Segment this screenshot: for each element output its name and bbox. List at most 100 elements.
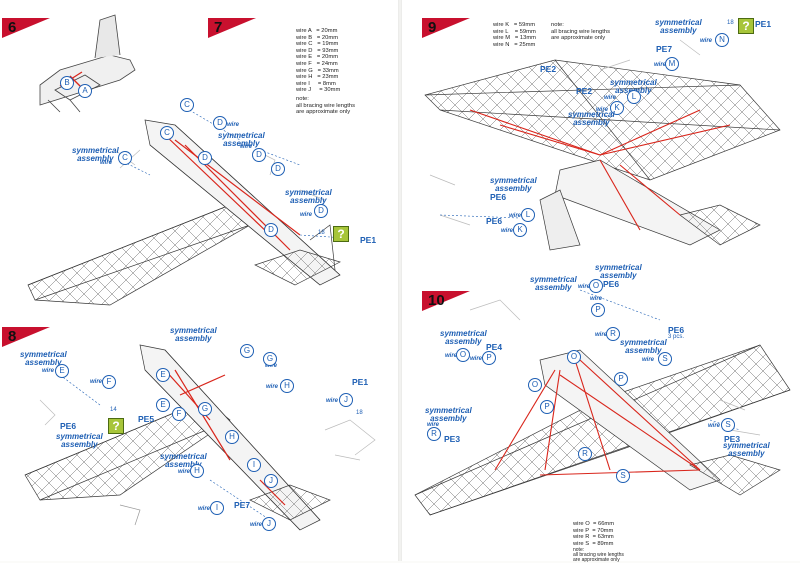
callout-s: S <box>616 469 630 483</box>
wire-word: wire <box>604 95 617 101</box>
callout-i: I <box>247 458 261 472</box>
callout-e: E <box>156 368 170 382</box>
wire-word: wire <box>198 506 211 512</box>
part-pe1: PE1 <box>755 19 772 29</box>
sym-assembly-label: symmetrical assembly <box>170 326 217 343</box>
wire-word: wire <box>300 212 313 218</box>
callout-p: P <box>591 303 605 317</box>
wire-word: wire <box>266 384 279 390</box>
wire-word: wire <box>240 144 253 150</box>
wire-word: wire <box>90 379 103 385</box>
callout-p: P <box>540 400 554 414</box>
callout-e: E <box>156 398 170 412</box>
wire-word: wire <box>100 160 113 166</box>
callout-d: D <box>264 223 278 237</box>
part-number-18: 18 <box>727 20 734 26</box>
part-number-14: 14 <box>110 407 117 413</box>
callout-n: N <box>715 33 729 47</box>
part-pe1: PE1 <box>360 235 377 245</box>
callout-s: S <box>721 418 735 432</box>
callout-f: F <box>102 375 116 389</box>
callout-c: C <box>118 151 132 165</box>
sym-assembly-label: symmetrical assembly <box>440 329 487 346</box>
wire-word: wire <box>596 107 609 113</box>
callout-h: H <box>280 379 294 393</box>
callout-d: D <box>252 148 266 162</box>
callout-c: C <box>160 126 174 140</box>
help-icon: ? <box>108 418 124 434</box>
wire-word: wire <box>445 353 458 359</box>
step-8-tag: 8 <box>2 327 50 347</box>
callout-r: R <box>606 327 620 341</box>
callout-o: O <box>589 279 603 293</box>
sym-assembly-label: symmetrical assembly <box>723 441 770 458</box>
callout-g: G <box>240 344 254 358</box>
step-10-tag: 10 <box>422 291 470 311</box>
callout-a: A <box>78 84 92 98</box>
callout-l: L <box>627 90 641 104</box>
part-pe7: PE7 <box>234 500 251 510</box>
callout-c: C <box>180 98 194 112</box>
callout-h: H <box>190 464 204 478</box>
step-7-number: 7 <box>214 19 223 36</box>
wire-word: wire <box>42 368 55 374</box>
sym-assembly-label: symmetrical assembly <box>218 131 265 148</box>
callout-r: R <box>427 427 441 441</box>
wire-word: wire <box>642 357 655 363</box>
callout-d: D <box>213 116 227 130</box>
wire-word: wire <box>509 213 522 219</box>
part-pe4: PE4 <box>486 342 503 352</box>
wire-word: wire <box>590 296 603 302</box>
part-pe6: PE6 <box>668 325 685 335</box>
part-pe6: PE6 <box>490 192 507 202</box>
step-9-number: 9 <box>428 19 437 36</box>
wire-word: wire <box>178 469 191 475</box>
callout-r: R <box>578 447 592 461</box>
step9-wire-lengths: wire K = 59mm wire L = 59mm wire M = 13m… <box>493 22 537 48</box>
sym-assembly-label: symmetrical assembly <box>568 110 615 127</box>
wire-word: wire <box>654 62 667 68</box>
callout-f: F <box>172 407 186 421</box>
callout-d: D <box>314 204 328 218</box>
wire-word: wire <box>227 122 240 128</box>
sym-assembly-label: symmetrical assembly <box>425 406 472 423</box>
callout-p: P <box>614 372 628 386</box>
callout-j: J <box>264 474 278 488</box>
part-pe6: PE6 <box>60 421 77 431</box>
callout-o: O <box>567 350 581 364</box>
step-6-tag: 6 <box>2 18 50 38</box>
callout-p: P <box>482 351 496 365</box>
part-pe1: PE1 <box>352 377 369 387</box>
step-10-number: 10 <box>428 292 445 309</box>
step7-wire-lengths: wire A = 20mm wire B = 20mm wire C = 19m… <box>296 28 341 94</box>
callout-h: H <box>225 430 239 444</box>
wire-word: wire <box>501 228 514 234</box>
wire-word: wire <box>470 356 483 362</box>
step6-cockpit-drawing <box>39 14 136 113</box>
help-icon: ? <box>738 18 754 34</box>
callout-j: J <box>339 393 353 407</box>
wire-word: wire <box>700 38 713 44</box>
wire-word: wire <box>708 423 721 429</box>
wire-word: wire <box>265 363 278 369</box>
wire-word: wire <box>595 332 608 338</box>
step-6-number: 6 <box>8 19 17 36</box>
callout-j: J <box>262 517 276 531</box>
sym-assembly-label: symmetrical assembly <box>490 176 537 193</box>
callout-d: D <box>271 162 285 176</box>
sym-assembly-label: symmetrical assembly <box>72 146 119 163</box>
callout-m: M <box>665 57 679 71</box>
callout-l: L <box>521 208 535 222</box>
pieces-count: 3 pcs. <box>668 334 685 340</box>
callout-o: O <box>528 378 542 392</box>
step7-note: note: all bracing wire lengths are appro… <box>296 96 355 116</box>
page-gutter <box>398 0 402 561</box>
step10-note: note: all bracing wire lengths are appro… <box>573 547 624 563</box>
callout-g: G <box>198 402 212 416</box>
sym-assembly-label: symmetrical assembly <box>20 350 67 367</box>
wire-word: wire <box>326 398 339 404</box>
step10-wire-lengths: wire O = 66mm wire P = 70mm wire R = 63m… <box>573 521 615 547</box>
sym-assembly-label: symmetrical assembly <box>56 432 103 449</box>
part-number-18: 18 <box>318 230 325 236</box>
sym-assembly-label: symmetrical assembly <box>655 18 702 35</box>
